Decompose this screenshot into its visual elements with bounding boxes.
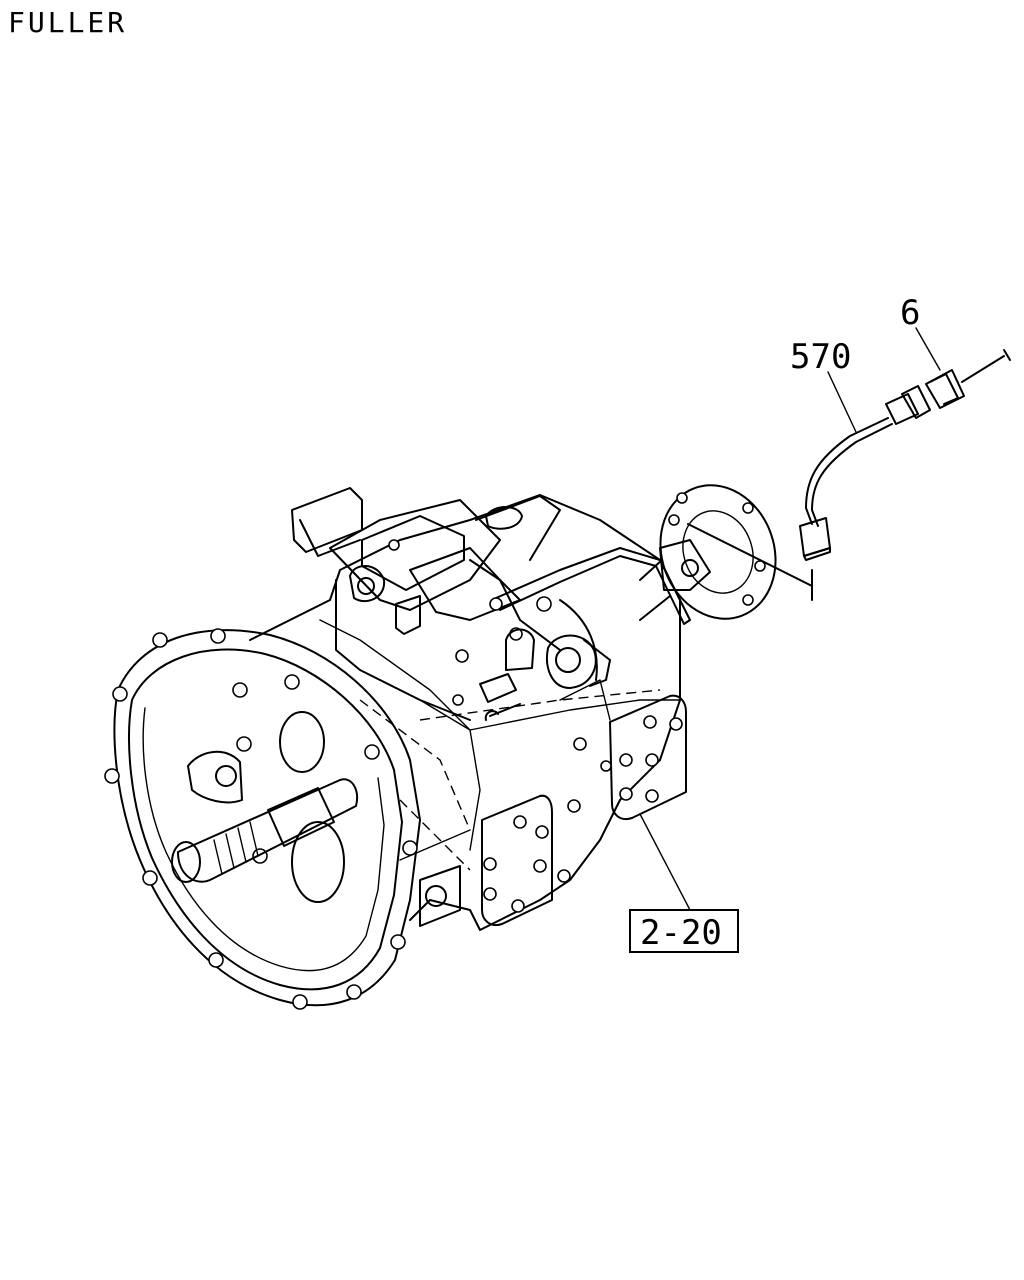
shift-housing [291,487,561,635]
case-rib [319,619,481,851]
leader-570 [827,371,857,433]
bell-housing-bolts [104,628,418,1010]
leader-6 [915,327,941,371]
shift-linkage [452,547,691,721]
transmission-assembly [104,484,777,1010]
callout-570: 570 [790,337,851,377]
output-flange [639,484,777,621]
release-fork-boss [187,750,243,804]
callout-6: 6 [900,293,920,333]
speed-sensor-harness [687,385,931,601]
case-left-edge [335,579,471,721]
bell-housing [113,629,421,1007]
main-case [249,494,681,931]
reference-box [629,909,739,953]
input-shaft [171,778,358,883]
inner-opening-lower [291,821,345,903]
lower-housing-boss [419,865,461,927]
callout-2-20: 2-20 [640,913,722,953]
bell-housing-inner-rim [128,648,403,991]
pto-cover-right [573,694,687,820]
inner-opening-upper [279,711,325,773]
connector [925,349,1011,409]
pto-cover-left [481,794,581,926]
brand-title: FULLER [8,6,127,39]
leader-2-20 [639,813,691,911]
bell-housing-flange [142,707,385,972]
